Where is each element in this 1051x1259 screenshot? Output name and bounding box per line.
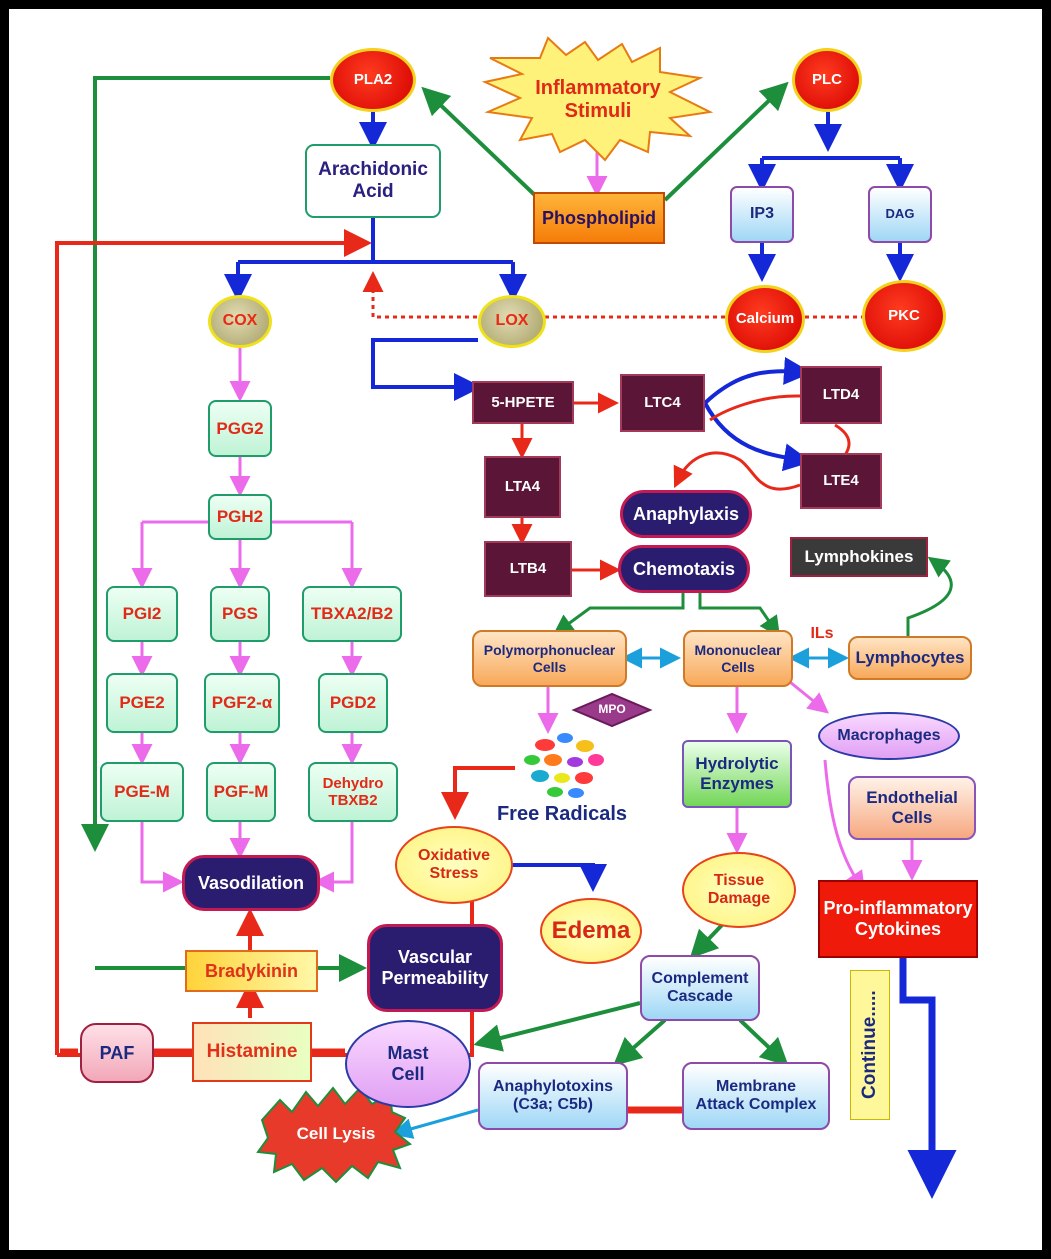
cox-node: COX bbox=[208, 295, 272, 348]
vasodilation-node: Vasodilation bbox=[182, 855, 320, 911]
lymphocytes-node: Lymphocytes bbox=[848, 636, 972, 680]
edge-pla2-paf bbox=[81, 76, 330, 852]
edge-arachidonic-split bbox=[238, 218, 513, 264]
hydrolytic-enzymes-node: Hydrolytic Enzymes bbox=[682, 740, 792, 808]
pgi2-node: PGI2 bbox=[106, 586, 178, 642]
bradykinin-node: Bradykinin bbox=[185, 950, 318, 992]
pkc-node: PKC bbox=[862, 280, 946, 352]
edge-lte4-anaphylaxis bbox=[673, 451, 801, 491]
edema-node: Edema bbox=[540, 898, 642, 964]
lta4-node: LTA4 bbox=[484, 456, 561, 518]
edge-phospholipid-pla2 bbox=[421, 86, 542, 202]
edge-complement-anaphylo bbox=[613, 1018, 667, 1066]
ltb4-node: LTB4 bbox=[484, 541, 572, 597]
dehydro-node: Dehydro TBXB2 bbox=[308, 762, 398, 822]
ip3-node: IP3 bbox=[730, 186, 794, 243]
edge-radicals-oxidative bbox=[441, 766, 515, 820]
pgd2-node: PGD2 bbox=[318, 673, 388, 733]
pgem-node: PGE-M bbox=[100, 762, 184, 822]
inflammatory-starburst bbox=[481, 36, 714, 162]
edge-ltd4-ltc4 bbox=[709, 394, 801, 422]
pgf2a-node: PGF2-α bbox=[204, 673, 280, 733]
edge-ltc4-ltd4 bbox=[703, 356, 812, 405]
chemotaxis-node: Chemotaxis bbox=[618, 545, 750, 593]
dag-node: DAG bbox=[868, 186, 932, 243]
ltc4-node: LTC4 bbox=[620, 374, 705, 432]
mononuclear-node: Mononuclear Cells bbox=[683, 630, 793, 687]
membrane-attack-node: Membrane Attack Complex bbox=[682, 1062, 830, 1130]
cell-lysis-label: Cell Lysis bbox=[296, 1124, 376, 1144]
edge-calcium-dotted bbox=[362, 271, 725, 319]
macrophages-node: Macrophages bbox=[818, 712, 960, 760]
pgs-node: PGS bbox=[210, 586, 270, 642]
edge-cytokines-continue bbox=[899, 958, 957, 1199]
edge-ltc4-lte4 bbox=[703, 402, 812, 472]
oxidative-stress-node: Oxidative Stress bbox=[395, 826, 513, 904]
anaphylaxis-node: Anaphylaxis bbox=[620, 490, 752, 538]
edge-chemo-mono bbox=[698, 593, 781, 638]
lox-node: LOX bbox=[478, 295, 546, 348]
edge-macro-cytokines bbox=[823, 759, 865, 893]
pgfm-node: PGF-M bbox=[206, 762, 276, 822]
cell-lysis-burst bbox=[256, 1086, 413, 1184]
free-radicals-label: Free Radicals bbox=[496, 802, 628, 825]
ils-label: ILs bbox=[810, 624, 834, 642]
mpo-diamond bbox=[571, 692, 653, 728]
histamine-node: Histamine bbox=[192, 1022, 312, 1082]
phospholipid-node: Phospholipid bbox=[533, 192, 665, 244]
mpo-label: MPO bbox=[598, 702, 626, 717]
lte4-node: LTE4 bbox=[800, 453, 882, 509]
pla2-node: PLA2 bbox=[330, 48, 416, 112]
edge-chemo-pmn bbox=[552, 593, 685, 636]
pgh2-node: PGH2 bbox=[208, 494, 272, 540]
continue-label: Continue..... bbox=[850, 970, 890, 1120]
tissue-damage-node: Tissue Damage bbox=[682, 852, 796, 928]
ltd4-node: LTD4 bbox=[800, 366, 882, 424]
mast-cell-node: Mast Cell bbox=[345, 1020, 471, 1108]
pge2-node: PGE2 bbox=[106, 673, 178, 733]
inflammatory-stimuli-label: Inflammatory Stimuli bbox=[535, 77, 661, 122]
edge-pgem-vaso bbox=[140, 822, 184, 893]
endothelial-cells-node: Endothelial Cells bbox=[848, 776, 976, 840]
edge-lymphocytes-lymphokines bbox=[906, 556, 953, 640]
pro-inflammatory-node: Pro-inflammatory Cytokines bbox=[818, 880, 978, 958]
edge-loop-arachidonic bbox=[55, 229, 372, 1055]
polymorphonuclear-node: Polymorphonuclear Cells bbox=[472, 630, 627, 687]
edge-complement-mast bbox=[473, 1001, 641, 1052]
edge-dehydro-vaso bbox=[313, 822, 354, 893]
vascular-permeability-node: Vascular Permeability bbox=[367, 924, 503, 1012]
arachidonic-acid-node: Arachidonic Acid bbox=[305, 144, 441, 218]
edge-phospholipid-plc bbox=[663, 81, 789, 202]
edge-mono-macro bbox=[789, 680, 829, 714]
calcium-node: Calcium bbox=[725, 285, 805, 353]
edge-oxidative-edema bbox=[512, 863, 607, 892]
edge-complement-mac bbox=[738, 1018, 789, 1067]
lymphokines-node: Lymphokines bbox=[790, 537, 928, 577]
tbxa2-node: TBXA2/B2 bbox=[302, 586, 402, 642]
complement-cascade-node: Complement Cascade bbox=[640, 955, 760, 1021]
pgg2-node: PGG2 bbox=[208, 400, 272, 457]
paf-node: PAF bbox=[80, 1023, 154, 1083]
free-radicals-cluster-icon bbox=[524, 733, 604, 798]
anaphylotoxins-node: Anaphylotoxins (C3a; C5b) bbox=[478, 1062, 628, 1130]
edge-tissue-complement bbox=[689, 923, 724, 959]
hpete-node: 5-HPETE bbox=[472, 381, 574, 424]
plc-node: PLC bbox=[792, 48, 862, 112]
edge-lox-hpete bbox=[371, 338, 482, 401]
edge-anaphylo-lysis bbox=[391, 1108, 479, 1139]
